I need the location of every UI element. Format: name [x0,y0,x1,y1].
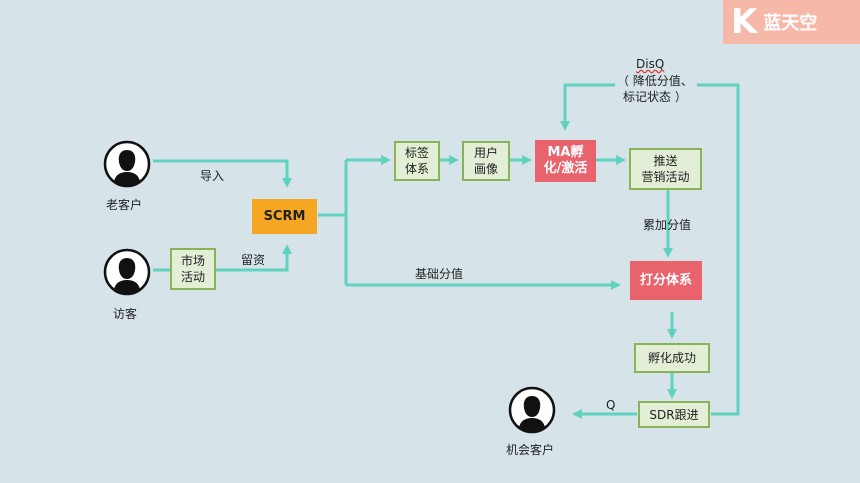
opportunity-customer-icon [508,386,556,434]
incubate-success-box: 孵化成功 [634,343,710,373]
opportunity-customer-label: 机会客户 [506,443,555,457]
visitor-label: 访客 [113,307,138,321]
base-score-label: 基础分值 [415,267,464,281]
tag-system-box: 标签 体系 [394,141,440,181]
arrow-retain [216,244,292,272]
old-customer-label: 老客户 [106,198,143,212]
push-marketing-box: 推送 营销活动 [629,148,702,190]
q-label: Q [606,398,616,412]
accumulate-score-label: 累加分值 [643,218,692,232]
retain-label: 留资 [241,253,266,267]
old-customer-icon [103,140,151,188]
import-label: 导入 [200,169,225,183]
scrm-box: SCRM [252,199,317,234]
ma-incubate-box: MA孵 化/激活 [535,140,596,182]
arrow-disq-to-ma [560,83,615,131]
logo-letter: K [731,2,758,42]
market-activity-box: 市场 活动 [170,248,216,290]
arrow-disq-return [697,83,740,416]
arrow-import [153,159,292,188]
disq-desc: （ 降低分值、 标记状态 ） [617,74,693,104]
sdr-follow-box: SDR跟进 [638,401,710,428]
logo-text: 蓝天空 [763,13,818,34]
visitor-icon [103,248,151,296]
score-system-box: 打分体系 [630,261,702,300]
user-profile-box: 用户 画像 [462,141,510,181]
brand-logo: K 蓝天空 [723,0,860,44]
disq-title: DisQ [636,57,665,71]
